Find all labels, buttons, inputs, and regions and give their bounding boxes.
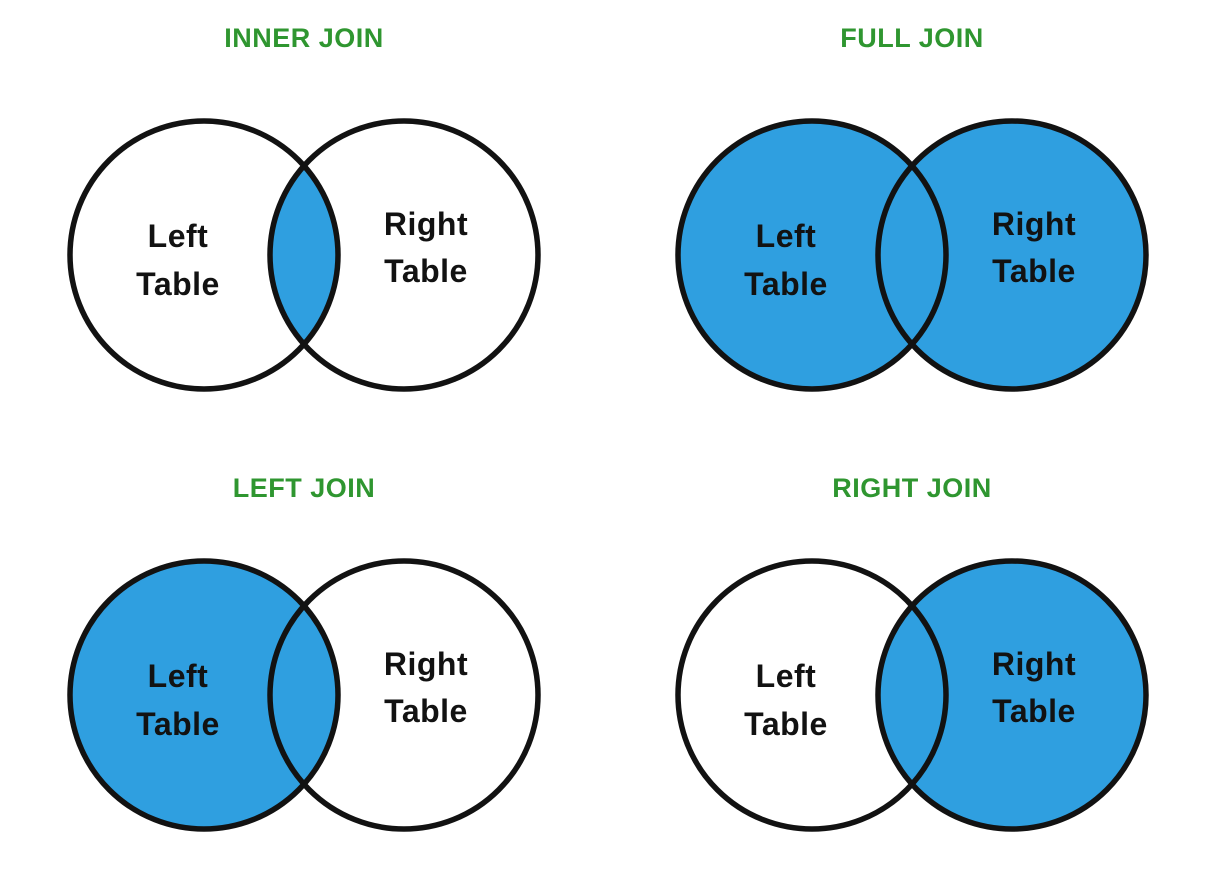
right-circle-label: Table	[384, 253, 468, 289]
left-circle-label: Table	[744, 706, 828, 742]
left-circle-label: Left	[756, 218, 817, 254]
left-circle-outline	[67, 118, 341, 392]
left-circle-label: Left	[756, 658, 817, 694]
left-circle-label: Left	[148, 218, 209, 254]
left-circle-fill	[70, 561, 338, 829]
right-circle-label: Right	[384, 646, 468, 682]
right-circle-fill	[878, 121, 1146, 389]
right-circle-outline	[875, 118, 1149, 392]
left-circle-label: Left	[148, 658, 209, 694]
left-circle-outline	[675, 558, 949, 832]
right-circle-outline	[267, 558, 541, 832]
left-circle-label: Table	[136, 706, 220, 742]
right-circle-label: Table	[384, 693, 468, 729]
right-circle-label: Table	[992, 693, 1076, 729]
left-circle-outline	[67, 558, 341, 832]
diagram-title-left-join: LEFT JOIN	[232, 473, 376, 503]
diagram-title-inner-join: INNER JOIN	[224, 23, 384, 53]
left-circle-fill	[678, 121, 946, 389]
right-circle-label: Right	[384, 206, 468, 242]
diagram-title-full-join: FULL JOIN	[840, 23, 984, 53]
right-circle-fill	[878, 561, 1146, 829]
right-circle-outline	[267, 118, 541, 392]
left-circle-label: Table	[136, 266, 220, 302]
left-circle-label: Table	[744, 266, 828, 302]
right-circle-label: Right	[992, 206, 1076, 242]
diagram-title-right-join: RIGHT JOIN	[832, 473, 992, 503]
right-circle-label: Right	[992, 646, 1076, 682]
right-circle-outline	[875, 558, 1149, 832]
right-circle-label: Table	[992, 253, 1076, 289]
left-circle-outline	[675, 118, 949, 392]
